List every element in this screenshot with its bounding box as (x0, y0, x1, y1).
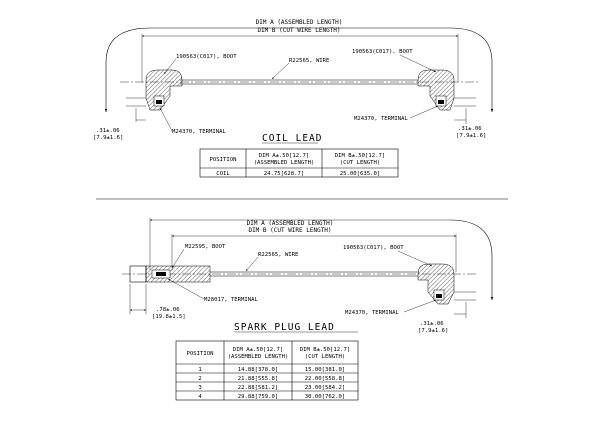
spark-terminal-right-label: M24370, TERMINAL (345, 310, 400, 316)
table-cell: 22.00[558.8] (305, 376, 345, 382)
spark-table: POSITION DIM A±.50[12.7] (ASSEMBLED LENG… (175, 340, 359, 401)
table-cell: 25.00[635.0] (340, 171, 380, 177)
table-cell: 30.00[762.0] (305, 394, 345, 400)
spark-right-boot (417, 263, 476, 305)
table-cell: 14.88[378.0] (238, 367, 278, 373)
spark-table-header-dimb-2: (CUT LENGTH) (305, 354, 345, 360)
spark-dim-b-label: DIM B (CUT WIRE LENGTH) (248, 227, 331, 234)
table-row: COIL (216, 171, 230, 177)
spark-lead-drawing: DIM A (ASSEMBLED LENGTH) DIM B (CUT WIRE… (122, 218, 494, 334)
spark-left-boot (129, 265, 211, 283)
spark-dim-a-label: DIM A (ASSEMBLED LENGTH) (247, 220, 334, 227)
coil-dim-left-2: [7.9±1.6] (93, 135, 123, 141)
coil-dim-right-1: .31±.06 (458, 126, 482, 132)
coil-table: POSITION DIM A±.50[12.7] (ASSEMBLED LENG… (199, 148, 399, 178)
coil-terminal-left-label: M24370, TERMINAL (172, 129, 227, 135)
table-cell: 15.00[381.0] (305, 367, 345, 373)
table-cell: 23.00[584.2] (305, 385, 345, 391)
coil-dim-b-label: DIM B (CUT WIRE LENGTH) (257, 27, 340, 34)
spark-dim-right-1: .31±.06 (420, 321, 444, 327)
coil-table-header-position: POSITION (210, 157, 237, 163)
table-row: 2 (198, 376, 201, 382)
coil-table-header-dima-2: (ASSEMBLED LENGTH) (254, 160, 315, 166)
coil-dim-a-line (104, 27, 494, 112)
spark-table-header-position: POSITION (187, 351, 214, 357)
coil-table-header-dimb-1: DIM B±.50[12.7] (335, 153, 386, 159)
coil-lead-drawing: DIM A (ASSEMBLED LENGTH) DIM B (CUT WIRE… (93, 19, 494, 144)
coil-boot-left-label: 190563(C017), BOOT (176, 54, 237, 60)
table-row: 3 (198, 385, 201, 391)
spark-terminal-left-label: M28017, TERMINAL (204, 297, 259, 303)
table-row: 1 (198, 367, 201, 373)
spark-table-header-dima-2: (ASSEMBLED LENGTH) (228, 354, 289, 360)
table-cell: 24.75[628.7] (264, 171, 304, 177)
spark-wire-label: R22565, WIRE (258, 252, 299, 258)
spark-boot-left-label: M22595, BOOT (185, 244, 226, 250)
spark-dim-a-line (449, 219, 494, 300)
table-cell: 29.88[759.0] (238, 394, 278, 400)
table-cell: 21.88[555.8] (238, 376, 278, 382)
table-cell: 22.88[581.2] (238, 385, 278, 391)
coil-table-header-dimb-2: (CUT LENGTH) (340, 160, 380, 166)
coil-dim-left-1: .31±.06 (96, 128, 120, 134)
spark-lead-title: SPARK PLUG LEAD (234, 322, 335, 333)
spark-dim-left-1: .78±.06 (156, 307, 180, 313)
coil-wire-label: R22565, WIRE (289, 58, 330, 64)
coil-lead-title: COIL LEAD (262, 133, 322, 144)
coil-table-header-dima-1: DIM A±.50[12.7] (259, 153, 310, 159)
coil-dim-a-label: DIM A (ASSEMBLED LENGTH) (256, 19, 343, 26)
coil-terminal-right-label: M24370, TERMINAL (354, 116, 409, 122)
coil-boot-right-label: 190563(C017), BOOT (352, 49, 413, 55)
table-row: 4 (198, 394, 202, 400)
coil-right-boot (417, 69, 476, 111)
spark-dim-left-2: [19.8±1.5] (152, 314, 186, 320)
coil-dim-right-2: [7.9±1.6] (456, 133, 486, 139)
spark-table-header-dimb-1: DIM B±.50[12.7] (300, 347, 351, 353)
spark-boot-right-label: 190563(C017), BOOT (343, 245, 404, 251)
coil-left-boot (126, 69, 183, 111)
spark-dim-right-2: [7.9±1.6] (418, 328, 448, 334)
spark-table-header-dima-1: DIM A±.50[12.7] (233, 347, 284, 353)
